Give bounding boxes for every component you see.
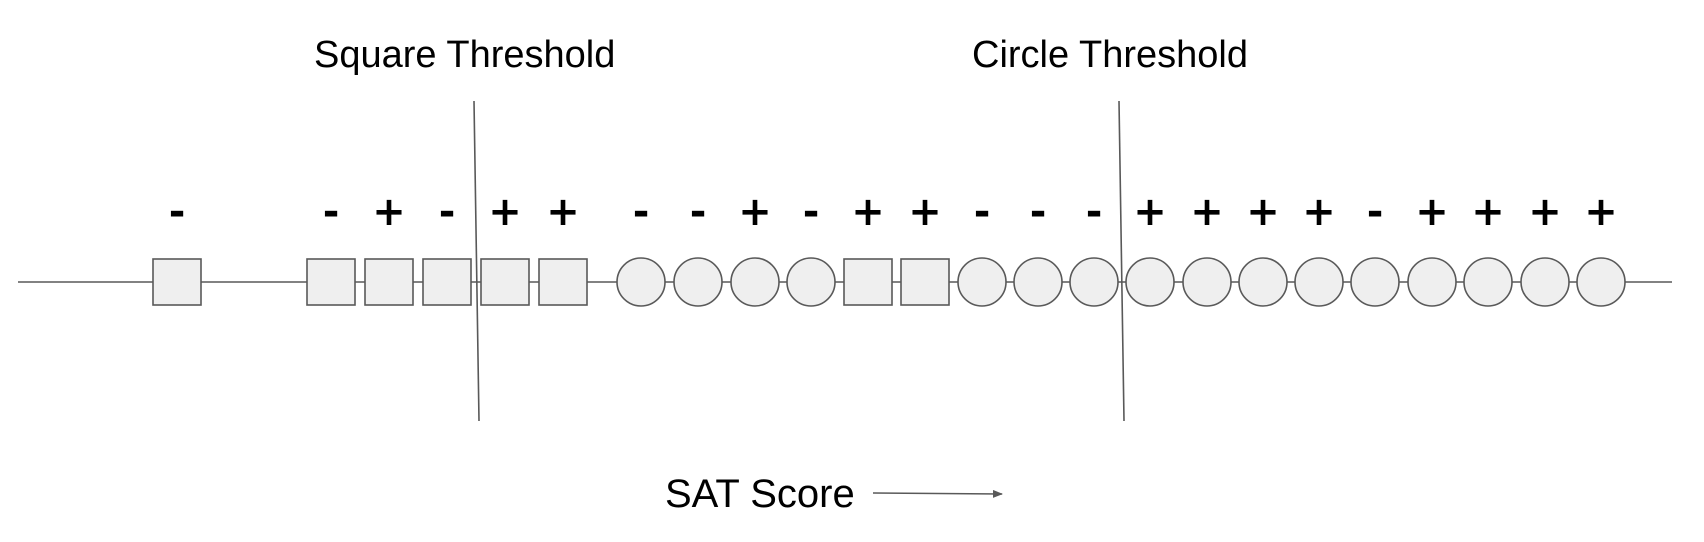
plus-sign: +: [908, 189, 942, 235]
minus-sign: -: [803, 189, 820, 235]
circle-marker: +: [730, 189, 780, 307]
square-marker: +: [364, 189, 414, 306]
circle-marker: +: [1520, 189, 1570, 307]
circle-marker: -: [673, 189, 723, 307]
square-marker: +: [480, 189, 530, 306]
circle-marker: -: [1069, 189, 1119, 307]
square-shape: [538, 258, 588, 306]
square-marker: -: [152, 189, 202, 306]
minus-sign: -: [633, 189, 650, 235]
square-shape: [900, 258, 950, 306]
circle-shape: [1294, 257, 1344, 307]
square-shape: [364, 258, 414, 306]
minus-sign: -: [323, 189, 340, 235]
circle-shape: [730, 257, 780, 307]
minus-sign: -: [690, 189, 707, 235]
circle-shape: [1520, 257, 1570, 307]
items-layer: --+-++--+-++---++++-++++: [152, 189, 1626, 307]
circle-shape: [1463, 257, 1513, 307]
circle-marker: -: [1350, 189, 1400, 307]
circle-shape: [786, 257, 836, 307]
square-shape: [306, 258, 356, 306]
circle-marker: +: [1125, 189, 1175, 307]
circle-marker: +: [1407, 189, 1457, 307]
circle-shape: [673, 257, 723, 307]
axis-label: SAT Score: [665, 472, 855, 516]
circle-marker: -: [957, 189, 1007, 307]
circle-shape: [1125, 257, 1175, 307]
plus-sign: +: [1528, 189, 1562, 235]
circle-shape: [1238, 257, 1288, 307]
square-marker: +: [843, 189, 893, 306]
circle-marker: -: [786, 189, 836, 307]
circle-shape: [1182, 257, 1232, 307]
square-shape: [843, 258, 893, 306]
minus-sign: -: [1086, 189, 1103, 235]
plus-sign: +: [1190, 189, 1224, 235]
circle-shape: [957, 257, 1007, 307]
plus-sign: +: [1415, 189, 1449, 235]
minus-sign: -: [169, 189, 186, 235]
square-marker: -: [422, 189, 472, 306]
square-threshold-line: [473, 100, 480, 422]
plus-sign: +: [546, 189, 580, 235]
plus-sign: +: [1246, 189, 1280, 235]
circle-threshold-line: [1118, 100, 1125, 422]
circle-shape: [1407, 257, 1457, 307]
square-shape: [480, 258, 530, 306]
square-shape: [152, 258, 202, 306]
circle-marker: -: [616, 189, 666, 307]
minus-sign: -: [1367, 189, 1384, 235]
plus-sign: +: [488, 189, 522, 235]
circle-shape: [1350, 257, 1400, 307]
square-marker: -: [306, 189, 356, 306]
circle-marker: +: [1576, 189, 1626, 307]
minus-sign: -: [974, 189, 991, 235]
circle-marker: +: [1463, 189, 1513, 307]
circle-marker: +: [1182, 189, 1232, 307]
plus-sign: +: [738, 189, 772, 235]
circle-marker: +: [1294, 189, 1344, 307]
plus-sign: +: [372, 189, 406, 235]
plus-sign: +: [1133, 189, 1167, 235]
circle-shape: [1069, 257, 1119, 307]
circle-shape: [616, 257, 666, 307]
axis-direction-arrow: [872, 489, 1003, 498]
plus-sign: +: [1302, 189, 1336, 235]
minus-sign: -: [1030, 189, 1047, 235]
square-marker: +: [538, 189, 588, 306]
circle-shape: [1576, 257, 1626, 307]
circle-marker: +: [1238, 189, 1288, 307]
square-threshold-label: Square Threshold: [314, 34, 615, 76]
plus-sign: +: [1471, 189, 1505, 235]
plus-sign: +: [1584, 189, 1618, 235]
circle-marker: -: [1013, 189, 1063, 307]
circle-threshold-label: Circle Threshold: [972, 34, 1248, 76]
circle-shape: [1013, 257, 1063, 307]
minus-sign: -: [439, 189, 456, 235]
square-shape: [422, 258, 472, 306]
square-marker: +: [900, 189, 950, 306]
plus-sign: +: [851, 189, 885, 235]
